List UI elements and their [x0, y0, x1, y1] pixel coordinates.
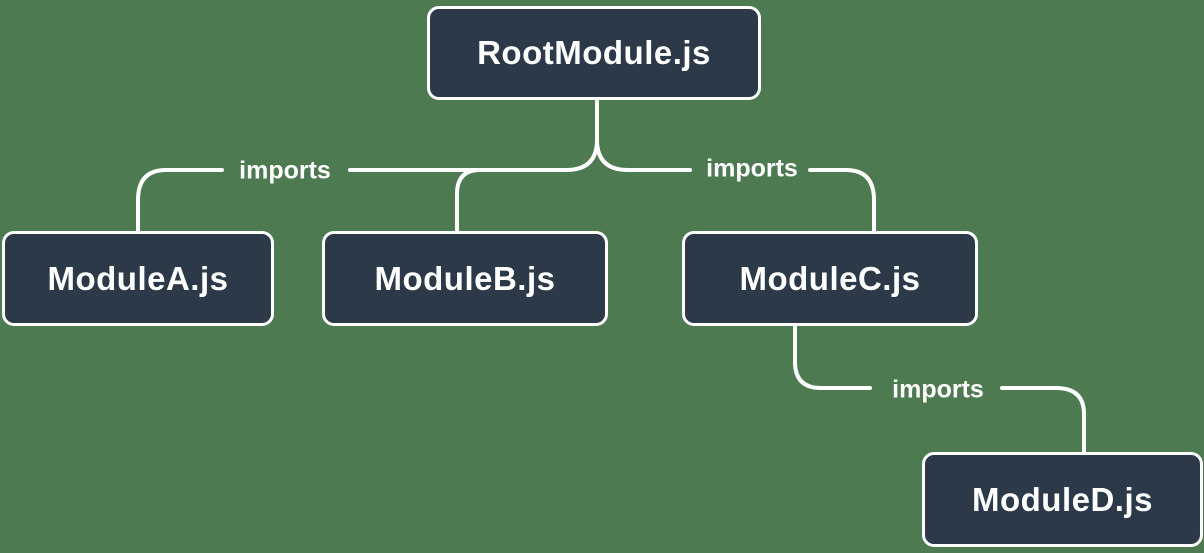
node-moduleb: ModuleB.js: [322, 231, 608, 326]
edge-root-modulea-line: [136, 168, 224, 233]
edge-root-stem-left-line: [348, 99, 599, 172]
node-rootmodule: RootModule.js: [427, 6, 761, 100]
edge-label-imports-moduled: imports: [892, 375, 984, 404]
edge-root-stem-right-line: [595, 138, 692, 172]
node-moduled-label: ModuleD.js: [971, 480, 1153, 518]
edge-root-moduleb-line: [455, 168, 482, 233]
edge-modulec-stem-line: [793, 325, 872, 390]
node-modulec-label: ModuleC.js: [739, 259, 921, 297]
edge-label-imports-modulea: imports: [239, 156, 331, 185]
edge-modulec-moduled-line: [1000, 386, 1086, 454]
node-moduled: ModuleD.js: [922, 452, 1203, 547]
edge-root-modulec-line: [808, 168, 876, 233]
node-modulec: ModuleC.js: [682, 231, 978, 326]
node-rootmodule-label: RootModule.js: [477, 34, 711, 71]
node-moduleb-label: ModuleB.js: [374, 259, 556, 297]
node-modulea-label: ModuleA.js: [47, 259, 229, 297]
node-modulea: ModuleA.js: [2, 231, 274, 326]
edge-label-imports-modulec: imports: [706, 154, 798, 183]
